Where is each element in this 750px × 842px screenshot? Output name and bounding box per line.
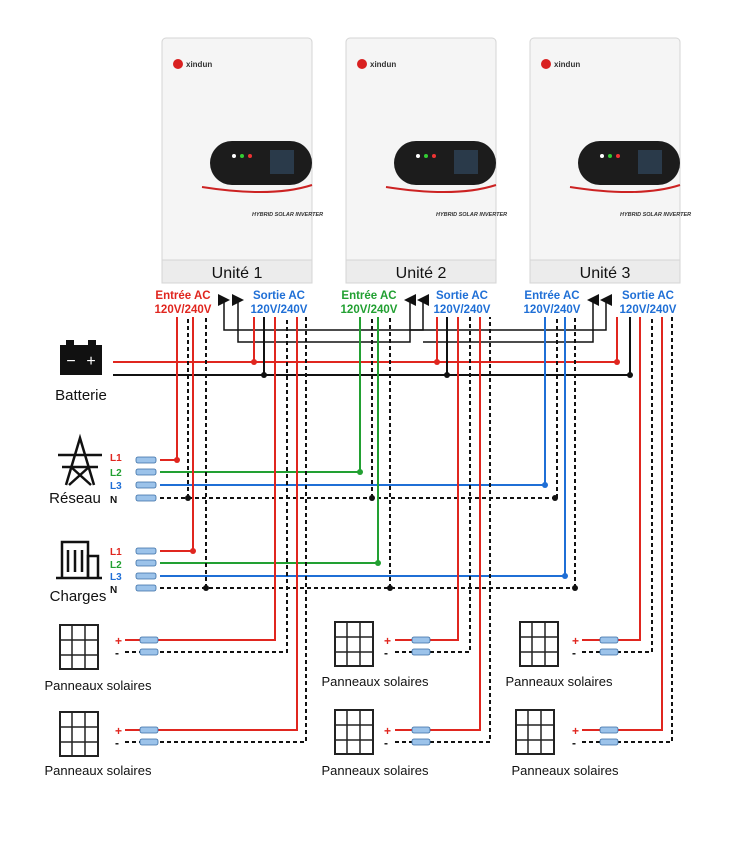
loads-l1-label: L1 — [110, 547, 122, 558]
grid-l1-label: L1 — [110, 453, 122, 464]
battery-minus: − — [66, 353, 75, 370]
line-connectors — [135, 456, 157, 592]
inverter-unit-3: xindun HYBRID SOLAR INVERTER Unité 3 — [529, 37, 691, 284]
display-panel — [394, 141, 496, 185]
solar-panel-icon — [515, 709, 555, 755]
unit3-input-voltage: 120V/240V — [524, 304, 581, 316]
solar-panel-3b: + - Panneaux solaires — [512, 317, 673, 778]
unit1-input-label: Entrée AC — [155, 290, 210, 302]
display-panel — [210, 141, 312, 185]
panel-plus: + — [572, 634, 579, 648]
junction-dots — [174, 359, 633, 591]
inverter-unit-2: xindun HYBRID SOLAR INVERTER Unité 2 — [345, 37, 507, 284]
battery-label: Batterie — [55, 387, 107, 404]
unit1-output-label: Sortie AC — [253, 290, 305, 302]
unit2-output-voltage: 120V/240V — [434, 304, 491, 316]
unit3-output-label: Sortie AC — [622, 290, 674, 302]
grid-l3-label: L3 — [110, 481, 122, 492]
battery-icon: − + — [60, 340, 102, 375]
loads-l2-label: L2 — [110, 560, 122, 571]
brand-logo-icon — [541, 59, 551, 69]
unit3-input-label: Entrée AC — [524, 290, 579, 302]
panel-plus: + — [115, 634, 122, 648]
inverter-unit-1: xindun HYBRID SOLAR INVERTER Unité 1 — [161, 37, 323, 284]
model-label: HYBRID SOLAR INVERTER — [252, 212, 323, 218]
solar-panel-2a: + - Panneaux solaires — [322, 317, 471, 689]
unit2-output-label: Sortie AC — [436, 290, 488, 302]
solar-panel-icon — [519, 621, 559, 667]
unit2-input-label: Entrée AC — [341, 290, 396, 302]
solar-panel-icon — [59, 624, 99, 670]
panel-plus: + — [115, 724, 122, 738]
panel-label: Panneaux solaires — [45, 763, 152, 778]
loads-label: Charges — [50, 588, 107, 605]
grid-n-label: N — [110, 495, 117, 506]
panel-label: Panneaux solaires — [512, 763, 619, 778]
solar-panel-1a: + - Panneaux solaires — [45, 317, 288, 693]
unit-label: Unité 3 — [580, 265, 631, 282]
solar-panel-icon — [59, 711, 99, 757]
grid-l2-label: L2 — [110, 468, 122, 479]
panel-plus: + — [384, 634, 391, 648]
grid-tower-icon — [58, 433, 102, 486]
brand-name: xindun — [554, 60, 580, 69]
brand-name: xindun — [370, 60, 396, 69]
panel-plus: + — [384, 724, 391, 738]
panel-label: Panneaux solaires — [506, 674, 613, 689]
panel-minus: - — [572, 736, 576, 750]
loads-n-label: N — [110, 585, 117, 596]
brand-logo-icon — [173, 59, 183, 69]
load-lines — [160, 317, 576, 589]
unit-label: Unité 2 — [396, 265, 447, 282]
model-label: HYBRID SOLAR INVERTER — [436, 212, 507, 218]
panel-label: Panneaux solaires — [322, 674, 429, 689]
unit1-input-voltage: 120V/240V — [155, 304, 212, 316]
brand-logo-icon — [357, 59, 367, 69]
panel-minus: - — [384, 646, 388, 660]
battery-plus: + — [86, 353, 95, 370]
panel-minus: - — [384, 736, 388, 750]
loads-l3-label: L3 — [110, 572, 122, 583]
solar-panel-1b: + - Panneaux solaires — [45, 317, 307, 778]
unit2-input-voltage: 120V/240V — [341, 304, 398, 316]
display-panel — [578, 141, 680, 185]
unit-label: Unité 1 — [212, 265, 263, 282]
panel-minus: - — [115, 736, 119, 750]
solar-panel-icon — [334, 709, 374, 755]
panel-minus: - — [115, 646, 119, 660]
panel-label: Panneaux solaires — [322, 763, 429, 778]
panel-minus: - — [572, 646, 576, 660]
unit3-output-voltage: 120V/240V — [620, 304, 677, 316]
solar-panel-icon — [334, 621, 374, 667]
solar-panel-2b: + - Panneaux solaires — [322, 317, 491, 778]
panel-label: Panneaux solaires — [45, 678, 152, 693]
grid-label: Réseau — [49, 490, 101, 507]
panel-plus: + — [572, 724, 579, 738]
model-label: HYBRID SOLAR INVERTER — [620, 212, 691, 218]
unit1-output-voltage: 120V/240V — [251, 304, 308, 316]
building-icon — [56, 540, 102, 580]
brand-name: xindun — [186, 60, 212, 69]
